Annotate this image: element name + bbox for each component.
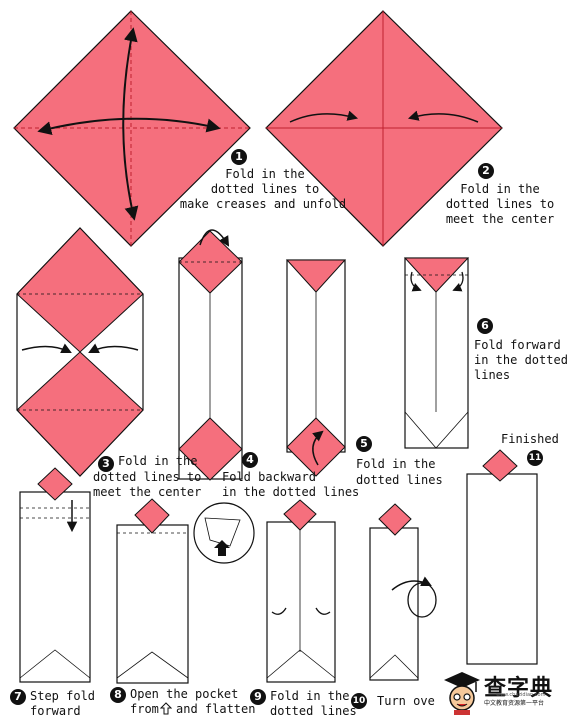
step-10-number: 10 [351,693,367,709]
step-7-line-1: Step fold [30,689,96,703]
step-4-line-1: Fold backward [222,470,316,484]
step-4-shape [178,229,243,481]
step-1-line-2: dotted lines to [210,182,320,196]
step-8-line-2a: from [130,702,159,716]
step-2-square [265,10,503,247]
step-4-number: 4 [242,452,258,468]
site-logo: 查字典 www.chazidian.com 中文教育资源第一平台 [440,666,566,718]
scholar-avatar-icon [444,672,480,715]
step-1-line-3: make creases and unfold [179,197,347,211]
step-2-line-3: meet the center [445,212,555,226]
step-1-line-1: Fold in the [225,167,305,181]
step-9-line-1: Fold in the [270,689,350,703]
step-3-line-1: Fold in the [118,454,198,468]
step-4-line-2: in the dotted lines [222,485,360,499]
step-10-shape [369,503,437,681]
step-9-line-2: dotted lines [270,704,357,718]
step-8-number: 8 [110,687,126,703]
step-3-number: 3 [98,456,114,472]
step-10-line-1: Turn ove [377,694,435,708]
step-5-shape [285,259,347,477]
step-9-shape [266,499,336,683]
step-9-number: 9 [250,689,266,705]
step-8-line-2b: and flatten [176,702,256,716]
step-11-line-1: Finished [501,432,559,446]
step-7-shape [19,467,91,683]
step-1-number: 1 [231,149,247,165]
step-8-shape [116,498,255,684]
step-6-number: 6 [477,318,493,334]
up-arrow-icon [160,702,172,715]
step-6-line-1: Fold forward [474,338,561,352]
step-7-line-2: forward [30,704,81,718]
logo-subtitle: 中文教育资源第一平台 [484,700,545,707]
step-3-line-3: meet the center [93,485,202,499]
step-8-line-1: Open the pocket [130,687,239,701]
step-6-line-3: lines [474,368,511,382]
logo-title: 查字典 [484,676,554,701]
step-11-finished [466,449,538,665]
logo-url: www.chazidian.com [496,692,546,698]
step-11-number: 11 [527,450,543,466]
step-5-line-2: dotted lines [356,473,443,487]
step-6-line-2: in the dotted [474,353,567,367]
step-1-square [13,10,251,247]
step-2-number: 2 [478,163,494,179]
step-2-line-1: Fold in the [460,182,540,196]
step-7-number: 7 [10,689,26,705]
step-2-line-2: dotted lines to [445,197,555,211]
step-3-line-2: dotted lines to [93,470,202,484]
step-6-shape [403,257,470,449]
step-3-shape [16,227,144,477]
step-5-line-1: Fold in the [356,457,436,471]
step-5-number: 5 [356,436,372,452]
